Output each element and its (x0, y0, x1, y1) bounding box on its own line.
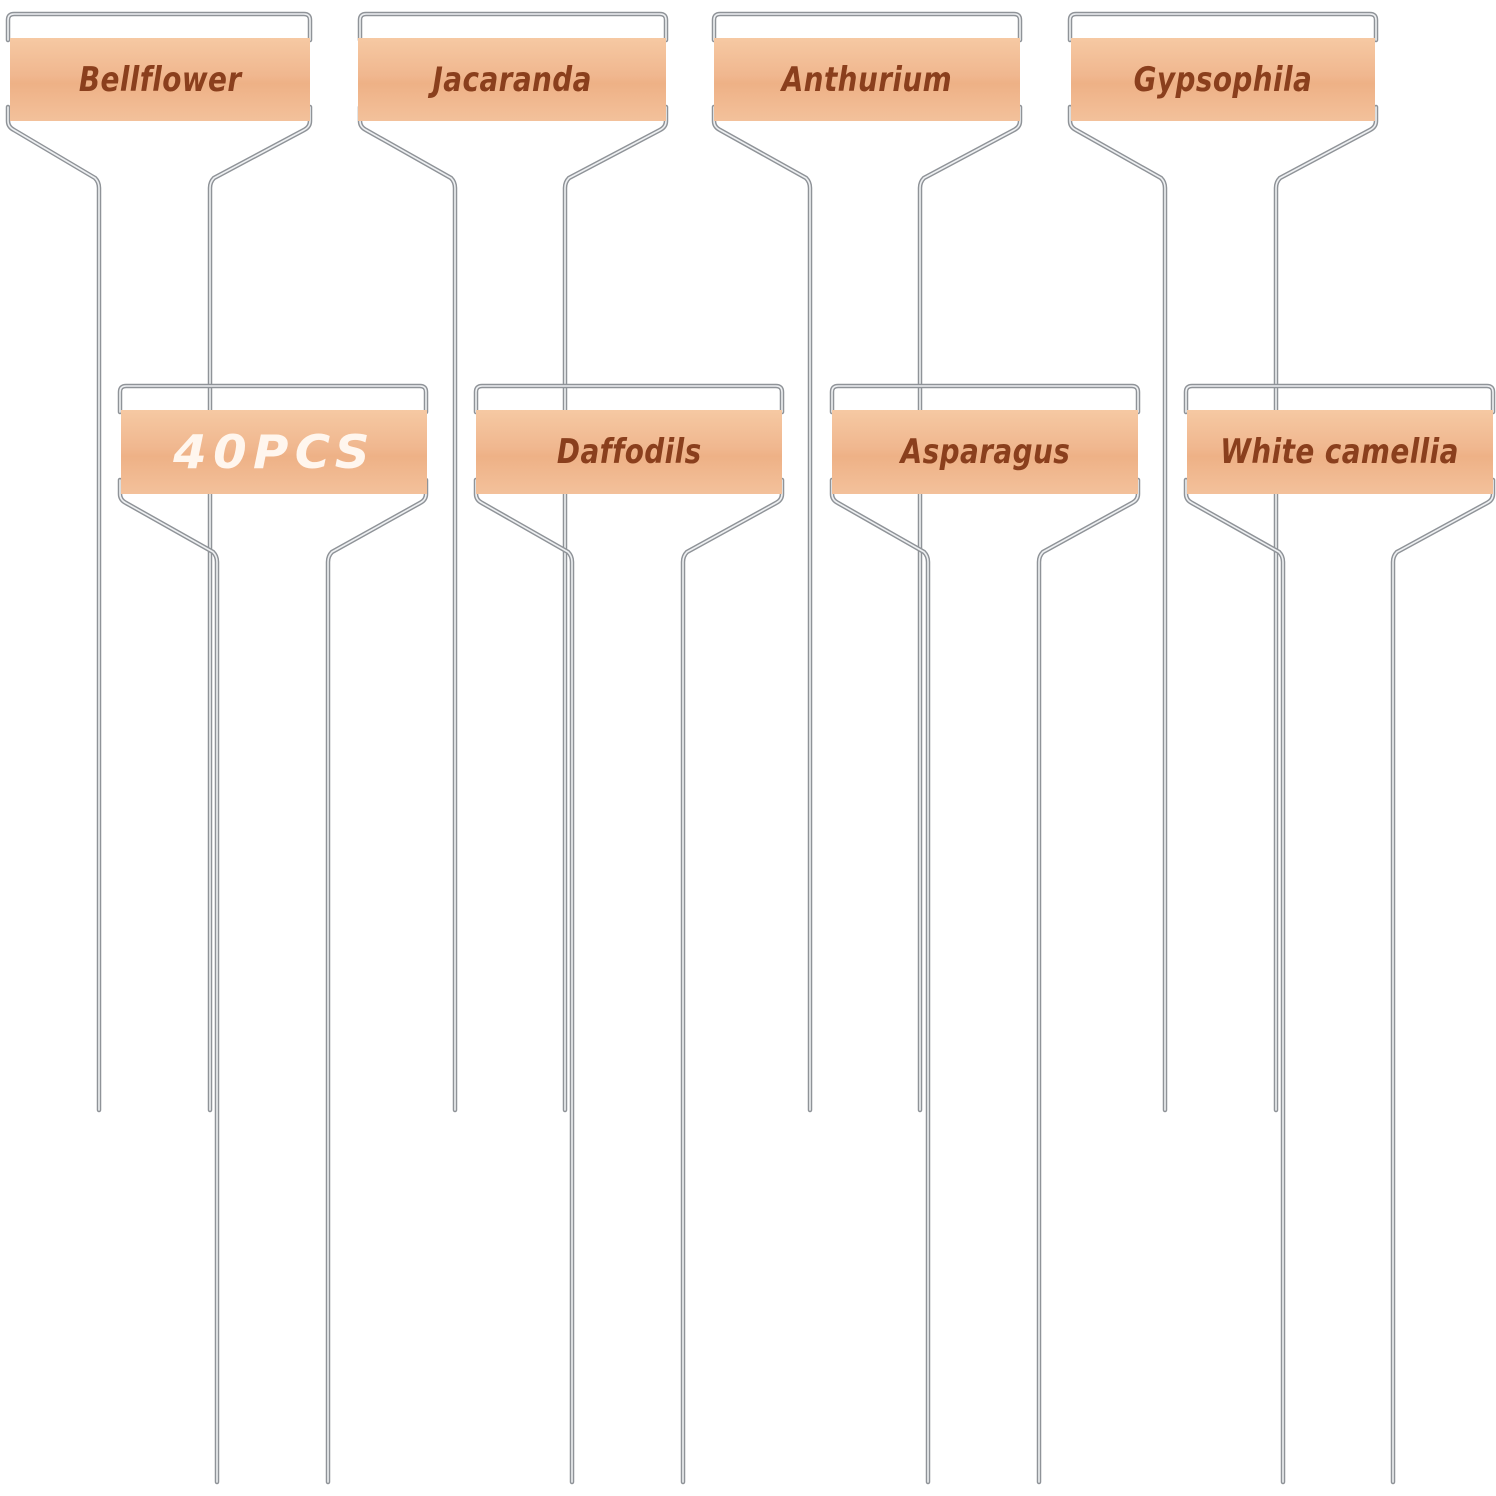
plant-marker-front-3: Asparagus (832, 410, 1138, 494)
plant-marker-back-4: Gypsophila (1071, 38, 1375, 121)
plant-marker-front-1: 40PCS (121, 410, 427, 494)
plant-marker-back-2: Jacaranda (358, 38, 666, 121)
wire-stake (5, 11, 313, 1113)
wire-stake (357, 11, 669, 1113)
wire-stake (473, 383, 785, 1485)
plant-marker-back-3: Anthurium (714, 38, 1020, 121)
marker-label: Bellflower (78, 59, 242, 100)
pack-count-label: 40PCS (172, 425, 376, 479)
plant-marker-front-4: White camellia (1187, 410, 1493, 494)
marker-label: Anthurium (781, 59, 953, 100)
marker-label: White camellia (1220, 432, 1460, 472)
plant-marker-back-1: Bellflower (10, 38, 310, 121)
wire-stake (117, 383, 429, 1485)
wire-stake (711, 11, 1023, 1113)
marker-label: Asparagus (900, 432, 1070, 472)
plant-marker-front-2: Daffodils (476, 410, 782, 494)
marker-label: Gypsophila (1133, 59, 1313, 100)
wire-stake (1067, 11, 1379, 1113)
wire-stake (829, 383, 1141, 1485)
wire-stake (1183, 383, 1496, 1485)
marker-label: Jacaranda (432, 59, 592, 100)
marker-label: Daffodils (556, 432, 702, 472)
